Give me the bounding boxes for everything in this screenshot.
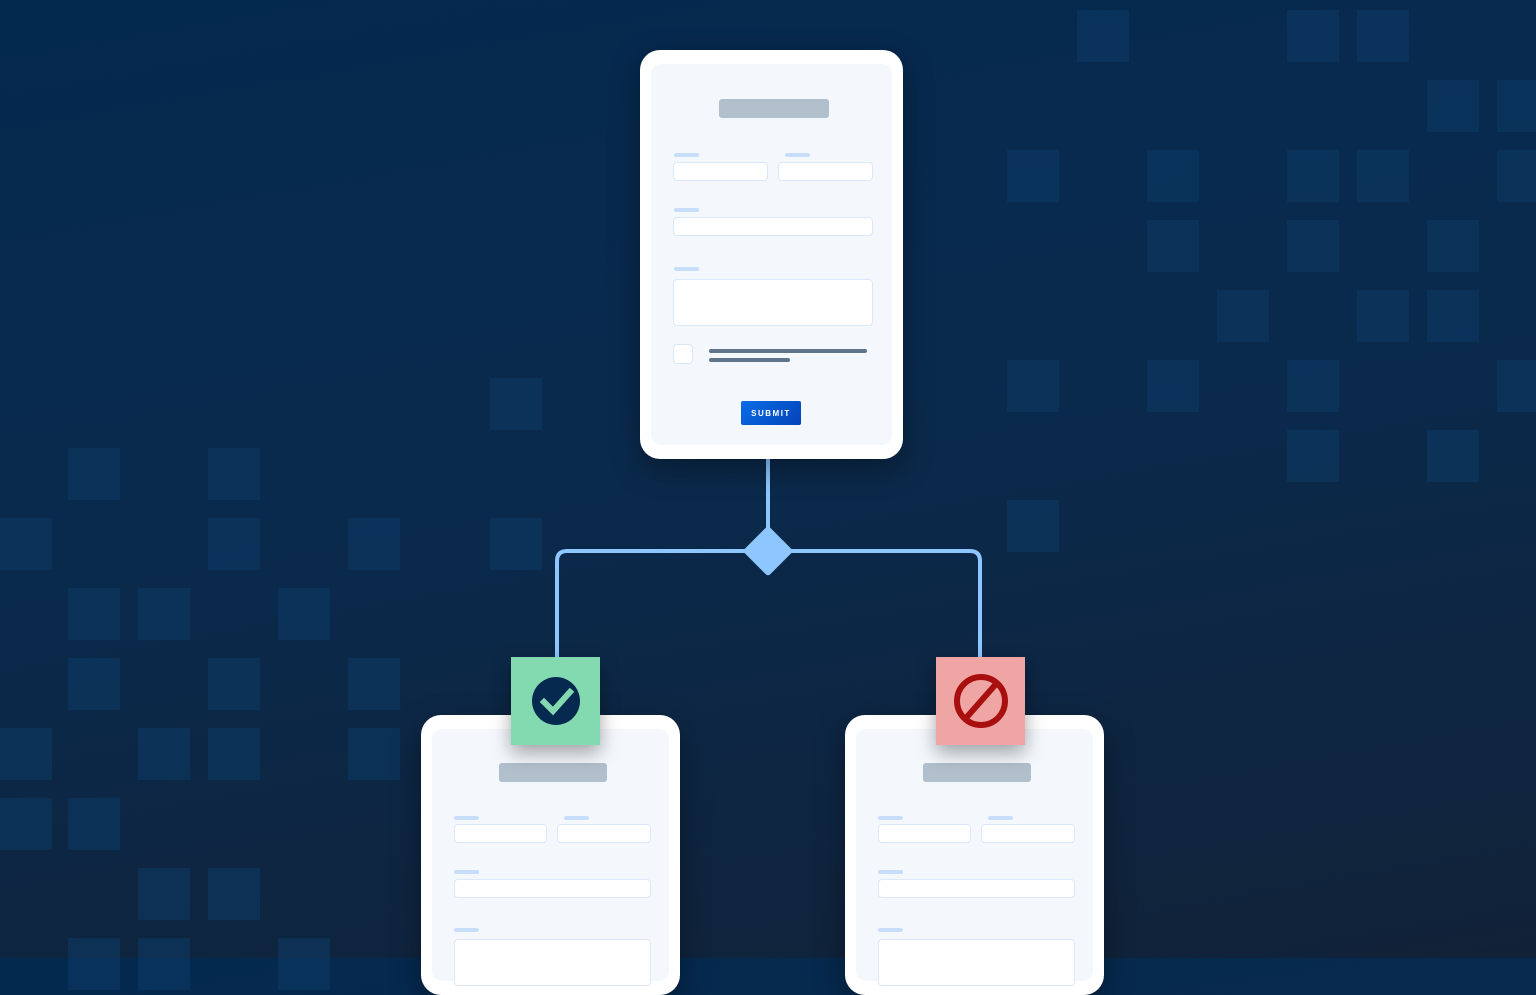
field-label [878, 816, 903, 820]
background-square [1427, 430, 1479, 482]
first-name-input[interactable] [878, 824, 971, 843]
background-square [208, 518, 260, 570]
message-textarea[interactable] [454, 939, 651, 986]
background-square [138, 728, 190, 780]
background-square [0, 728, 52, 780]
prohibited-icon [953, 674, 1008, 728]
background-square [1147, 150, 1199, 202]
background-square [0, 798, 52, 850]
email-input[interactable] [878, 879, 1075, 898]
background-square [1357, 290, 1409, 342]
background-square [1007, 500, 1059, 552]
field-label [564, 816, 589, 820]
email-input[interactable] [454, 879, 651, 898]
background-square [1147, 220, 1199, 272]
top-form-card: SUBMIT [640, 50, 903, 459]
field-label [454, 928, 479, 932]
decision-diamond [743, 526, 793, 576]
field-label [454, 870, 479, 874]
background-square [68, 658, 120, 710]
background-square [68, 798, 120, 850]
field-label [878, 870, 903, 874]
background-square [278, 588, 330, 640]
background-square [1007, 150, 1059, 202]
background-square [1287, 430, 1339, 482]
consent-checkbox[interactable] [673, 344, 693, 364]
success-badge [511, 657, 600, 745]
background-square [1287, 360, 1339, 412]
background-square [68, 448, 120, 500]
background-square [490, 518, 542, 570]
background-square [208, 868, 260, 920]
field-label [988, 816, 1013, 820]
background-square [1357, 150, 1409, 202]
field-label [454, 816, 479, 820]
field-label [674, 208, 699, 212]
rejected-badge [936, 657, 1025, 745]
form-panel [651, 64, 892, 445]
background-square [138, 868, 190, 920]
form-title-placeholder [719, 99, 829, 118]
background-square [1497, 80, 1536, 132]
email-input[interactable] [673, 217, 873, 236]
background-square [1077, 10, 1129, 62]
background-square [348, 658, 400, 710]
background-square [1287, 220, 1339, 272]
flow-connector [555, 459, 982, 657]
background-square [68, 588, 120, 640]
background-square [1497, 150, 1536, 202]
last-name-input[interactable] [778, 162, 873, 181]
background-square [1147, 360, 1199, 412]
background-square [208, 728, 260, 780]
background-square [348, 728, 400, 780]
consent-text-line [709, 349, 867, 353]
background-square [348, 518, 400, 570]
background-square [1427, 290, 1479, 342]
field-label [878, 928, 903, 932]
success-form-card [421, 715, 680, 995]
last-name-input[interactable] [981, 824, 1075, 843]
last-name-input[interactable] [557, 824, 651, 843]
message-textarea[interactable] [878, 939, 1075, 986]
background-square [0, 518, 52, 570]
submit-button[interactable]: SUBMIT [741, 401, 801, 425]
form-title-placeholder [499, 763, 607, 782]
background-square [1007, 360, 1059, 412]
background-square [1287, 10, 1339, 62]
first-name-input[interactable] [454, 824, 547, 843]
first-name-input[interactable] [673, 162, 768, 181]
background-square [1357, 10, 1409, 62]
field-label [785, 153, 810, 157]
field-label [674, 267, 699, 271]
consent-text-line [709, 358, 790, 362]
form-title-placeholder [923, 763, 1031, 782]
check-circle-icon [531, 677, 580, 725]
background-square [1217, 290, 1269, 342]
background-square [1287, 150, 1339, 202]
background-square [1497, 360, 1536, 412]
message-textarea[interactable] [673, 279, 873, 326]
background-square [1427, 80, 1479, 132]
field-label [674, 153, 699, 157]
background-square [208, 448, 260, 500]
background-square [490, 378, 542, 430]
background-square [208, 658, 260, 710]
background-square [138, 588, 190, 640]
background-square [1427, 220, 1479, 272]
rejected-form-card [845, 715, 1104, 995]
